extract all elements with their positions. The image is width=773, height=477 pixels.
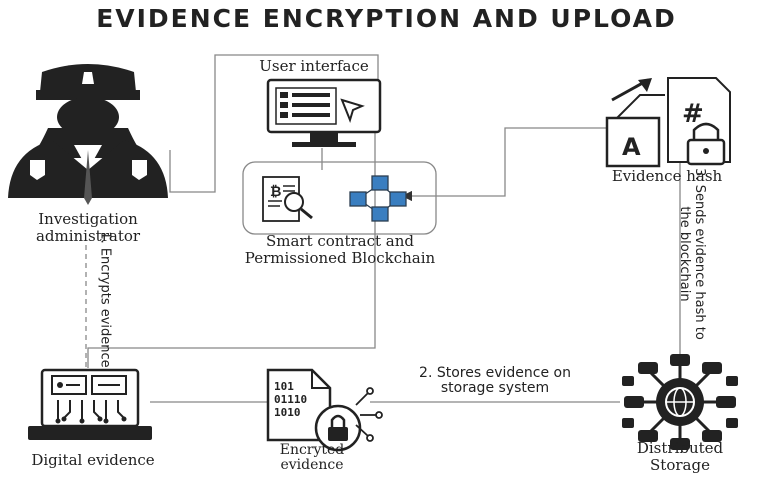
step2-label-line1: 2. Stores evidence on bbox=[419, 365, 571, 381]
circuit-laptop-icon bbox=[28, 368, 152, 440]
distributed-storage-label-line1: Distributed bbox=[636, 439, 724, 457]
computer-monitor-icon bbox=[266, 78, 382, 147]
svg-text:101: 101 bbox=[274, 380, 294, 393]
encrypted-file-icon: 101 01110 1010 bbox=[266, 368, 383, 452]
investigation-admin-label: Investigation administrator bbox=[18, 211, 158, 245]
svg-text:#: # bbox=[682, 99, 704, 129]
connectors bbox=[80, 54, 681, 432]
connector-admin-to-ui bbox=[169, 54, 379, 193]
step2-label: 2. Stores evidence on storage system bbox=[385, 366, 605, 396]
encrypted-evidence-label: Encryted evidence bbox=[262, 443, 362, 473]
svg-text:1010: 1010 bbox=[274, 406, 301, 419]
distributed-storage-label: Distributed Storage bbox=[610, 440, 750, 474]
investigation-admin-label-line1: Investigation bbox=[38, 210, 138, 228]
smart-contract-label: Smart contract and Permissioned Blockcha… bbox=[220, 233, 460, 267]
globe-network-icon bbox=[622, 354, 738, 450]
smart-contract-label-line1: Smart contract and bbox=[265, 232, 415, 250]
smart-contract-label-line2: Permissioned Blockchain bbox=[244, 249, 436, 267]
connector-ui-to-digital-evidence bbox=[87, 120, 376, 368]
police-officer-icon bbox=[8, 64, 168, 205]
user-interface-label: User interface bbox=[259, 57, 369, 75]
diagram-title: EVIDENCE ENCRYPTION AND UPLOAD bbox=[96, 4, 677, 33]
step3-label-line2: the blockchain bbox=[677, 206, 692, 302]
blockchain-icon: ₿ bbox=[262, 175, 407, 222]
distributed-storage-label-line2: Storage bbox=[650, 456, 710, 474]
step3-label-line1: 3. Sends evidence hash to bbox=[692, 168, 707, 340]
step3-label: 3. Sends evidence hash to the blockchain bbox=[673, 164, 707, 344]
svg-text:01110: 01110 bbox=[274, 393, 307, 406]
smart-contract-frame bbox=[242, 161, 437, 235]
step1-label: 1. Encrypts evidence bbox=[97, 231, 113, 368]
connector-hash-to-blockchain bbox=[401, 127, 608, 202]
hash-document-icon: # A bbox=[605, 77, 731, 168]
evidence-hash-label: Evidence hash bbox=[611, 167, 723, 185]
encrypted-evidence-label-line2: evidence bbox=[280, 457, 344, 473]
investigation-admin-label-line2: administrator bbox=[35, 227, 141, 245]
step2-label-line2: storage system bbox=[440, 380, 550, 396]
svg-text:A: A bbox=[622, 133, 641, 161]
digital-evidence-label: Digital evidence bbox=[31, 451, 155, 469]
encrypted-evidence-label-line1: Encryted bbox=[279, 442, 345, 458]
svg-text:₿: ₿ bbox=[270, 184, 281, 200]
